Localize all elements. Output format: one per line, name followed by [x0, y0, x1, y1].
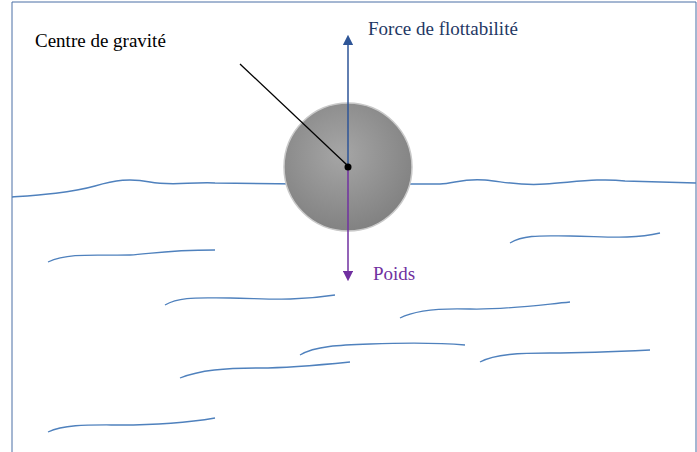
- weight-label: Poids: [373, 263, 415, 286]
- frame: [12, 2, 696, 452]
- leader-line: [240, 64, 347, 165]
- weight-arrow: [347, 167, 349, 276]
- centre-dot: [345, 164, 352, 171]
- water-ripples: [48, 233, 660, 432]
- force-label: Force de flottabilité: [368, 18, 518, 41]
- buoyancy-arrow: [347, 40, 349, 167]
- centre-label: Centre de gravité: [35, 30, 166, 53]
